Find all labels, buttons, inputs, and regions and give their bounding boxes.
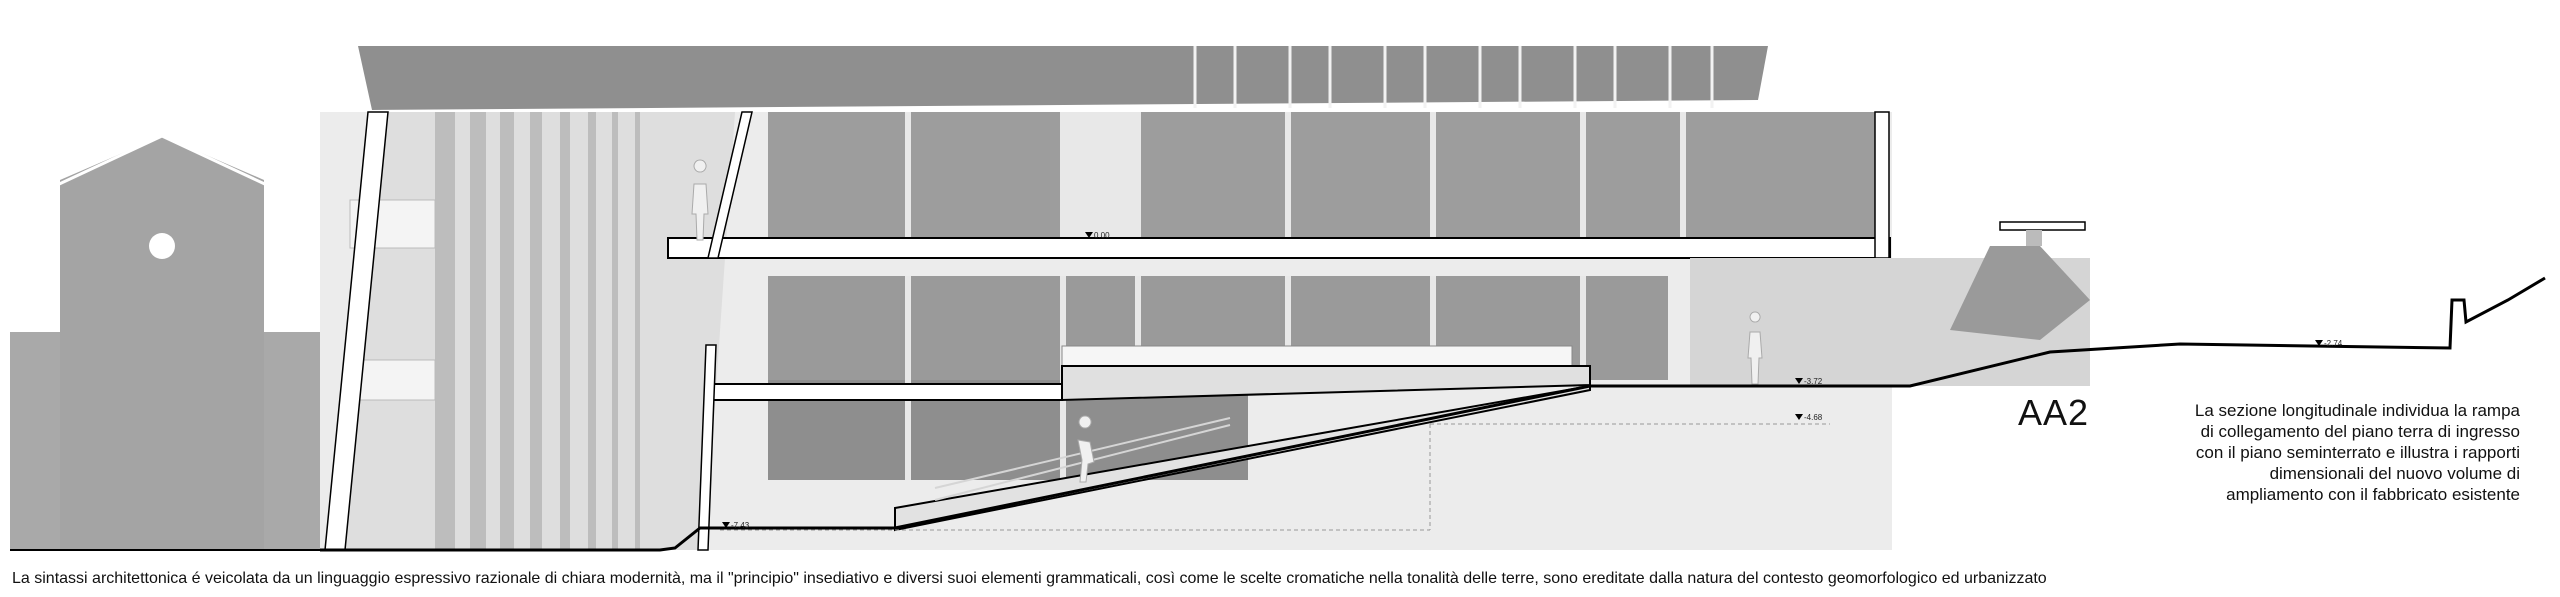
upper-mullions <box>905 112 1686 238</box>
description-line: di collegamento del piano terra di ingre… <box>2200 422 2520 441</box>
mezzanine-slab <box>704 383 1063 401</box>
level-ground-text: 0.00 <box>1094 231 1110 240</box>
level-terrain-text: -2.74 <box>2324 339 2343 348</box>
upper-glazing <box>768 112 1888 238</box>
person-upper <box>691 159 709 241</box>
upper-inclined-wall <box>707 111 753 259</box>
section-title: AA2 <box>2018 392 2090 433</box>
existing-building-facade <box>60 136 264 550</box>
existing-building-roof-line <box>54 134 270 188</box>
level-marker-ground: 0.00 <box>1085 231 1110 240</box>
terrain-line <box>320 276 2546 552</box>
facade-fins <box>435 112 640 550</box>
bridge-railing <box>1061 345 1573 369</box>
level-sub-text: -4.68 <box>1804 413 1823 422</box>
existing-building-oculus <box>149 233 175 259</box>
level-marker-basement: -7.43 <box>722 521 750 530</box>
person-right <box>1747 311 1763 385</box>
level-marker-terrain: -2.74 <box>2315 339 2343 348</box>
description-line: con il piano seminterrato e illustra i r… <box>2195 443 2520 462</box>
terrace-canopy-support <box>2026 230 2042 246</box>
description-line: La sezione longitudinale individua la ra… <box>2194 401 2520 420</box>
level-marker-sub: -4.68 <box>1795 413 1823 422</box>
roof-mullions <box>1193 46 1714 108</box>
page-caption: La sintassi architettonica é veicolata d… <box>12 570 2047 587</box>
level-markers: 0.00 -2.74 -3.72 -4.68 -7.43 <box>722 231 2343 530</box>
person-ramp <box>1077 415 1095 483</box>
mezzanine-column <box>697 344 717 551</box>
terrace-canopy <box>1999 221 2086 231</box>
level-basement-text: -7.43 <box>731 521 750 530</box>
existing-building <box>10 134 322 550</box>
level-lower-slab-text: -3.72 <box>1804 377 1823 386</box>
ground-floor-slab <box>667 237 1891 259</box>
slab-end-column <box>1874 111 1890 259</box>
human-figures <box>691 159 1763 483</box>
level-marker-lower-slab: -3.72 <box>1795 377 1823 386</box>
terrace-block <box>1950 246 2090 340</box>
section-description: La sezione longitudinale individua la ra… <box>2100 400 2520 505</box>
description-line: dimensionali del nuovo volume di <box>2269 464 2520 483</box>
hidden-lines <box>720 423 1830 531</box>
roof-canopy <box>358 46 1768 110</box>
description-line: ampliamento con il fabbricato esistente <box>2226 485 2520 504</box>
